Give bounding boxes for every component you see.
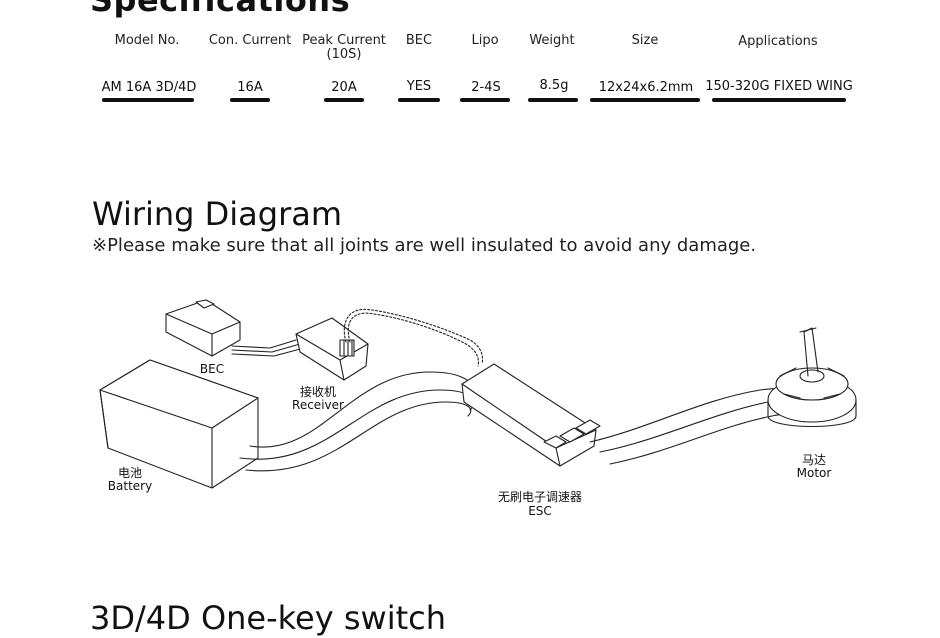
spec-underline-applications [712,98,846,102]
wiring-diagram-heading: Wiring Diagram [92,195,343,233]
battery-label-cn: 电池 [117,466,142,480]
spec-value-con-current: 16A [237,80,263,95]
spec-value-peak-current: 20A [331,80,357,95]
spec-underline-bec [398,98,440,102]
spec-header-lipo: Lipo [471,33,499,48]
receiver-shape [295,317,369,381]
spec-underline-con-current [230,98,270,102]
spec-header-bec: BEC [405,33,433,48]
bec-shape [165,299,241,357]
spec-underline-weight [528,98,578,102]
battery-label-en: Battery [107,479,153,493]
insulation-note: ※Please make sure that all joints are we… [92,235,757,256]
battery-shape [99,359,259,489]
spec-header-applications: Applications [738,34,818,49]
spec-value-size: 12x24x6.2mm [598,80,694,95]
receiver-label-cn: 接收机 [299,385,336,399]
spec-header-con-current: Con. Current [208,33,292,48]
esc-label-en: ESC [528,504,552,518]
spec-value-lipo: 2-4S [471,80,501,95]
spec-underline-lipo [460,98,510,102]
spec-value-weight: 8.5g [539,78,569,93]
wiring-diagram [99,299,857,489]
esc-shape [461,363,601,467]
bec-label: BEC [199,362,225,376]
specifications-heading: Specifications [90,0,351,19]
spec-underline-peak-current [324,98,364,102]
spec-value-bec: YES [406,79,432,94]
spec-value-applications: 150-320G FIXED WING [705,79,853,94]
motor-label-en: Motor [796,466,832,480]
spec-underline-model [102,98,194,102]
spec-header-model: Model No. [114,33,180,48]
motor-shape [767,327,857,427]
esc-label-cn: 无刷电子调速器 [497,490,582,504]
spec-underline-size [590,98,700,102]
spec-header-size: Size [631,33,659,48]
spec-header-peak-current: Peak Current (10S) [302,33,386,62]
spec-header-weight: Weight [529,33,575,48]
receiver-label-en: Receiver [292,398,344,412]
motor-label-cn: 马达 [801,453,826,467]
spec-value-model: AM 16A 3D/4D [101,80,197,95]
one-key-switch-heading: 3D/4D One-key switch [90,599,446,637]
